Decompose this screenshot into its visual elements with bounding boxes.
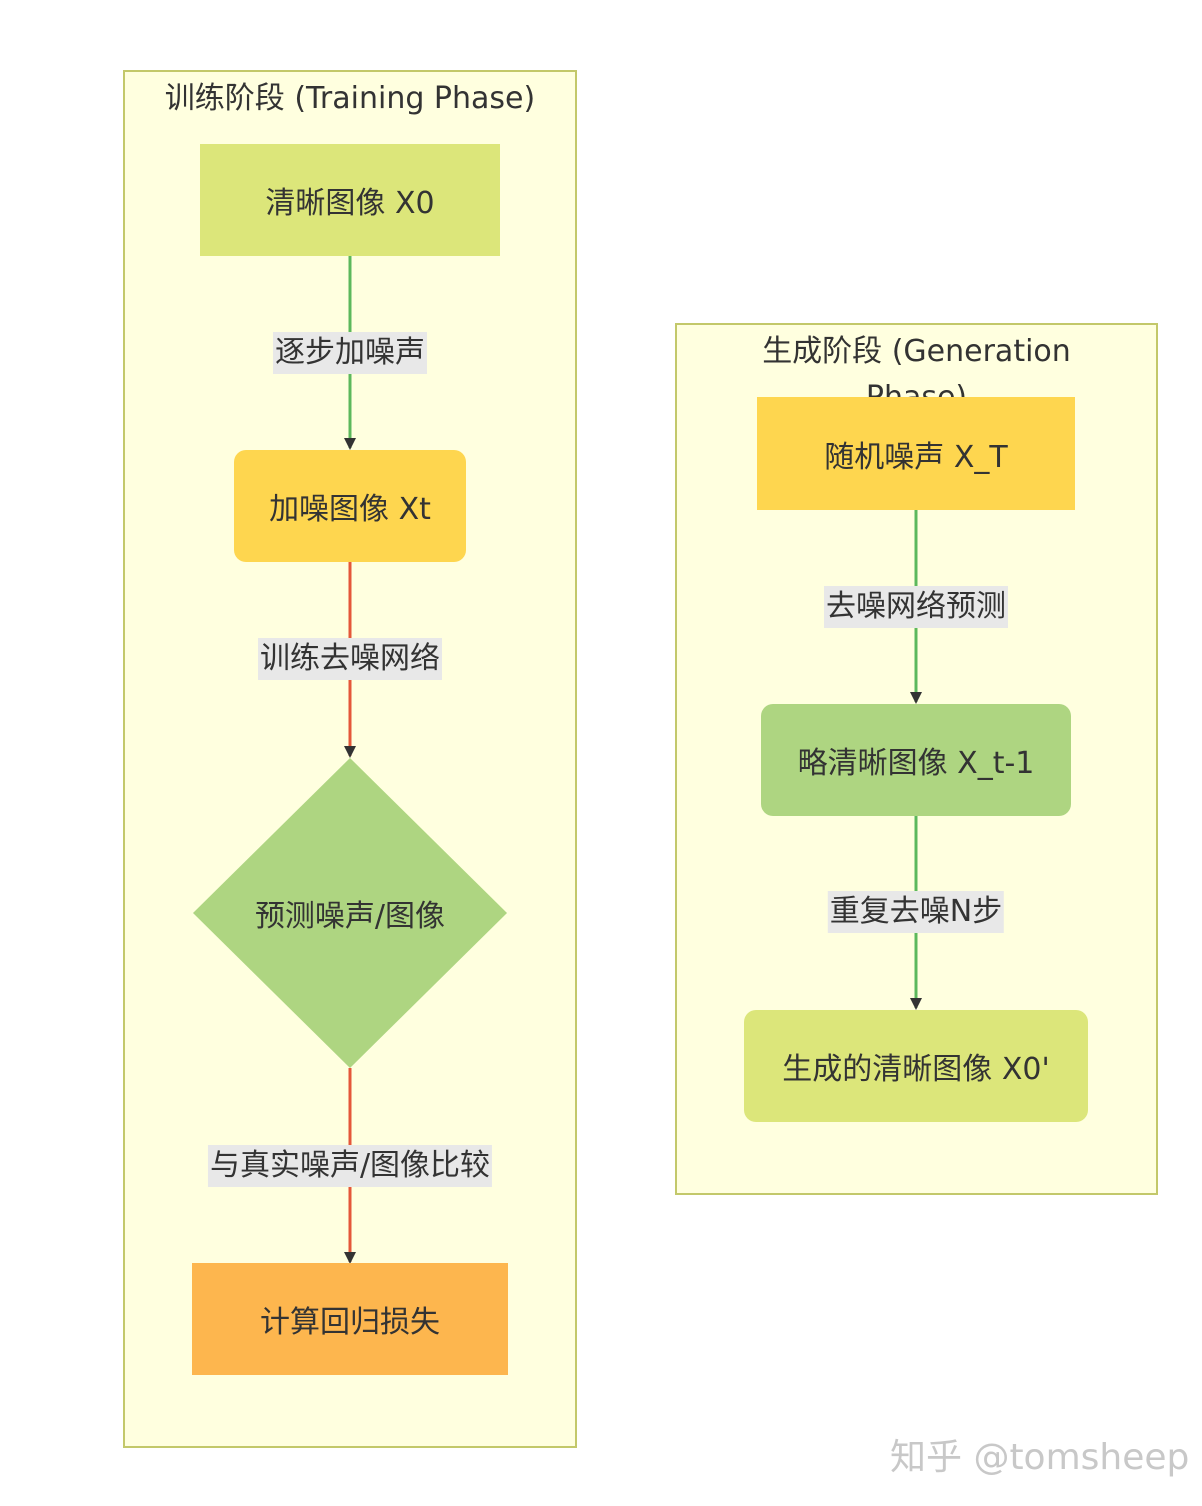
watermark: 知乎 @tomsheep — [890, 1437, 1190, 1478]
edge-label-add-noise: 逐步加噪声 — [273, 332, 427, 374]
node-compute-loss: 计算回归损失 — [192, 1263, 508, 1375]
node-predict-noise-image: 预测噪声/图像 — [254, 899, 446, 934]
training-phase-title: 训练阶段 (Training Phase) — [164, 81, 536, 116]
edge-label-repeat: 重复去噪N步 — [827, 891, 1005, 933]
node-noisy-image-xt: 加噪图像 Xt — [234, 450, 466, 562]
edge-label-train-net: 训练去噪网络 — [258, 638, 442, 680]
node-generated-x0p: 生成的清晰图像 X0' — [744, 1010, 1088, 1122]
node-slightly-clear-xt1: 略清晰图像 X_t-1 — [761, 704, 1071, 816]
node-clear-image-x0: 清晰图像 X0 — [200, 144, 500, 256]
predict-diamond — [193, 758, 507, 1068]
edge-label-predict-net: 去噪网络预测 — [824, 586, 1008, 628]
node-random-noise-xT: 随机噪声 X_T — [757, 397, 1075, 510]
edge-label-compare: 与真实噪声/图像比较 — [207, 1145, 493, 1187]
